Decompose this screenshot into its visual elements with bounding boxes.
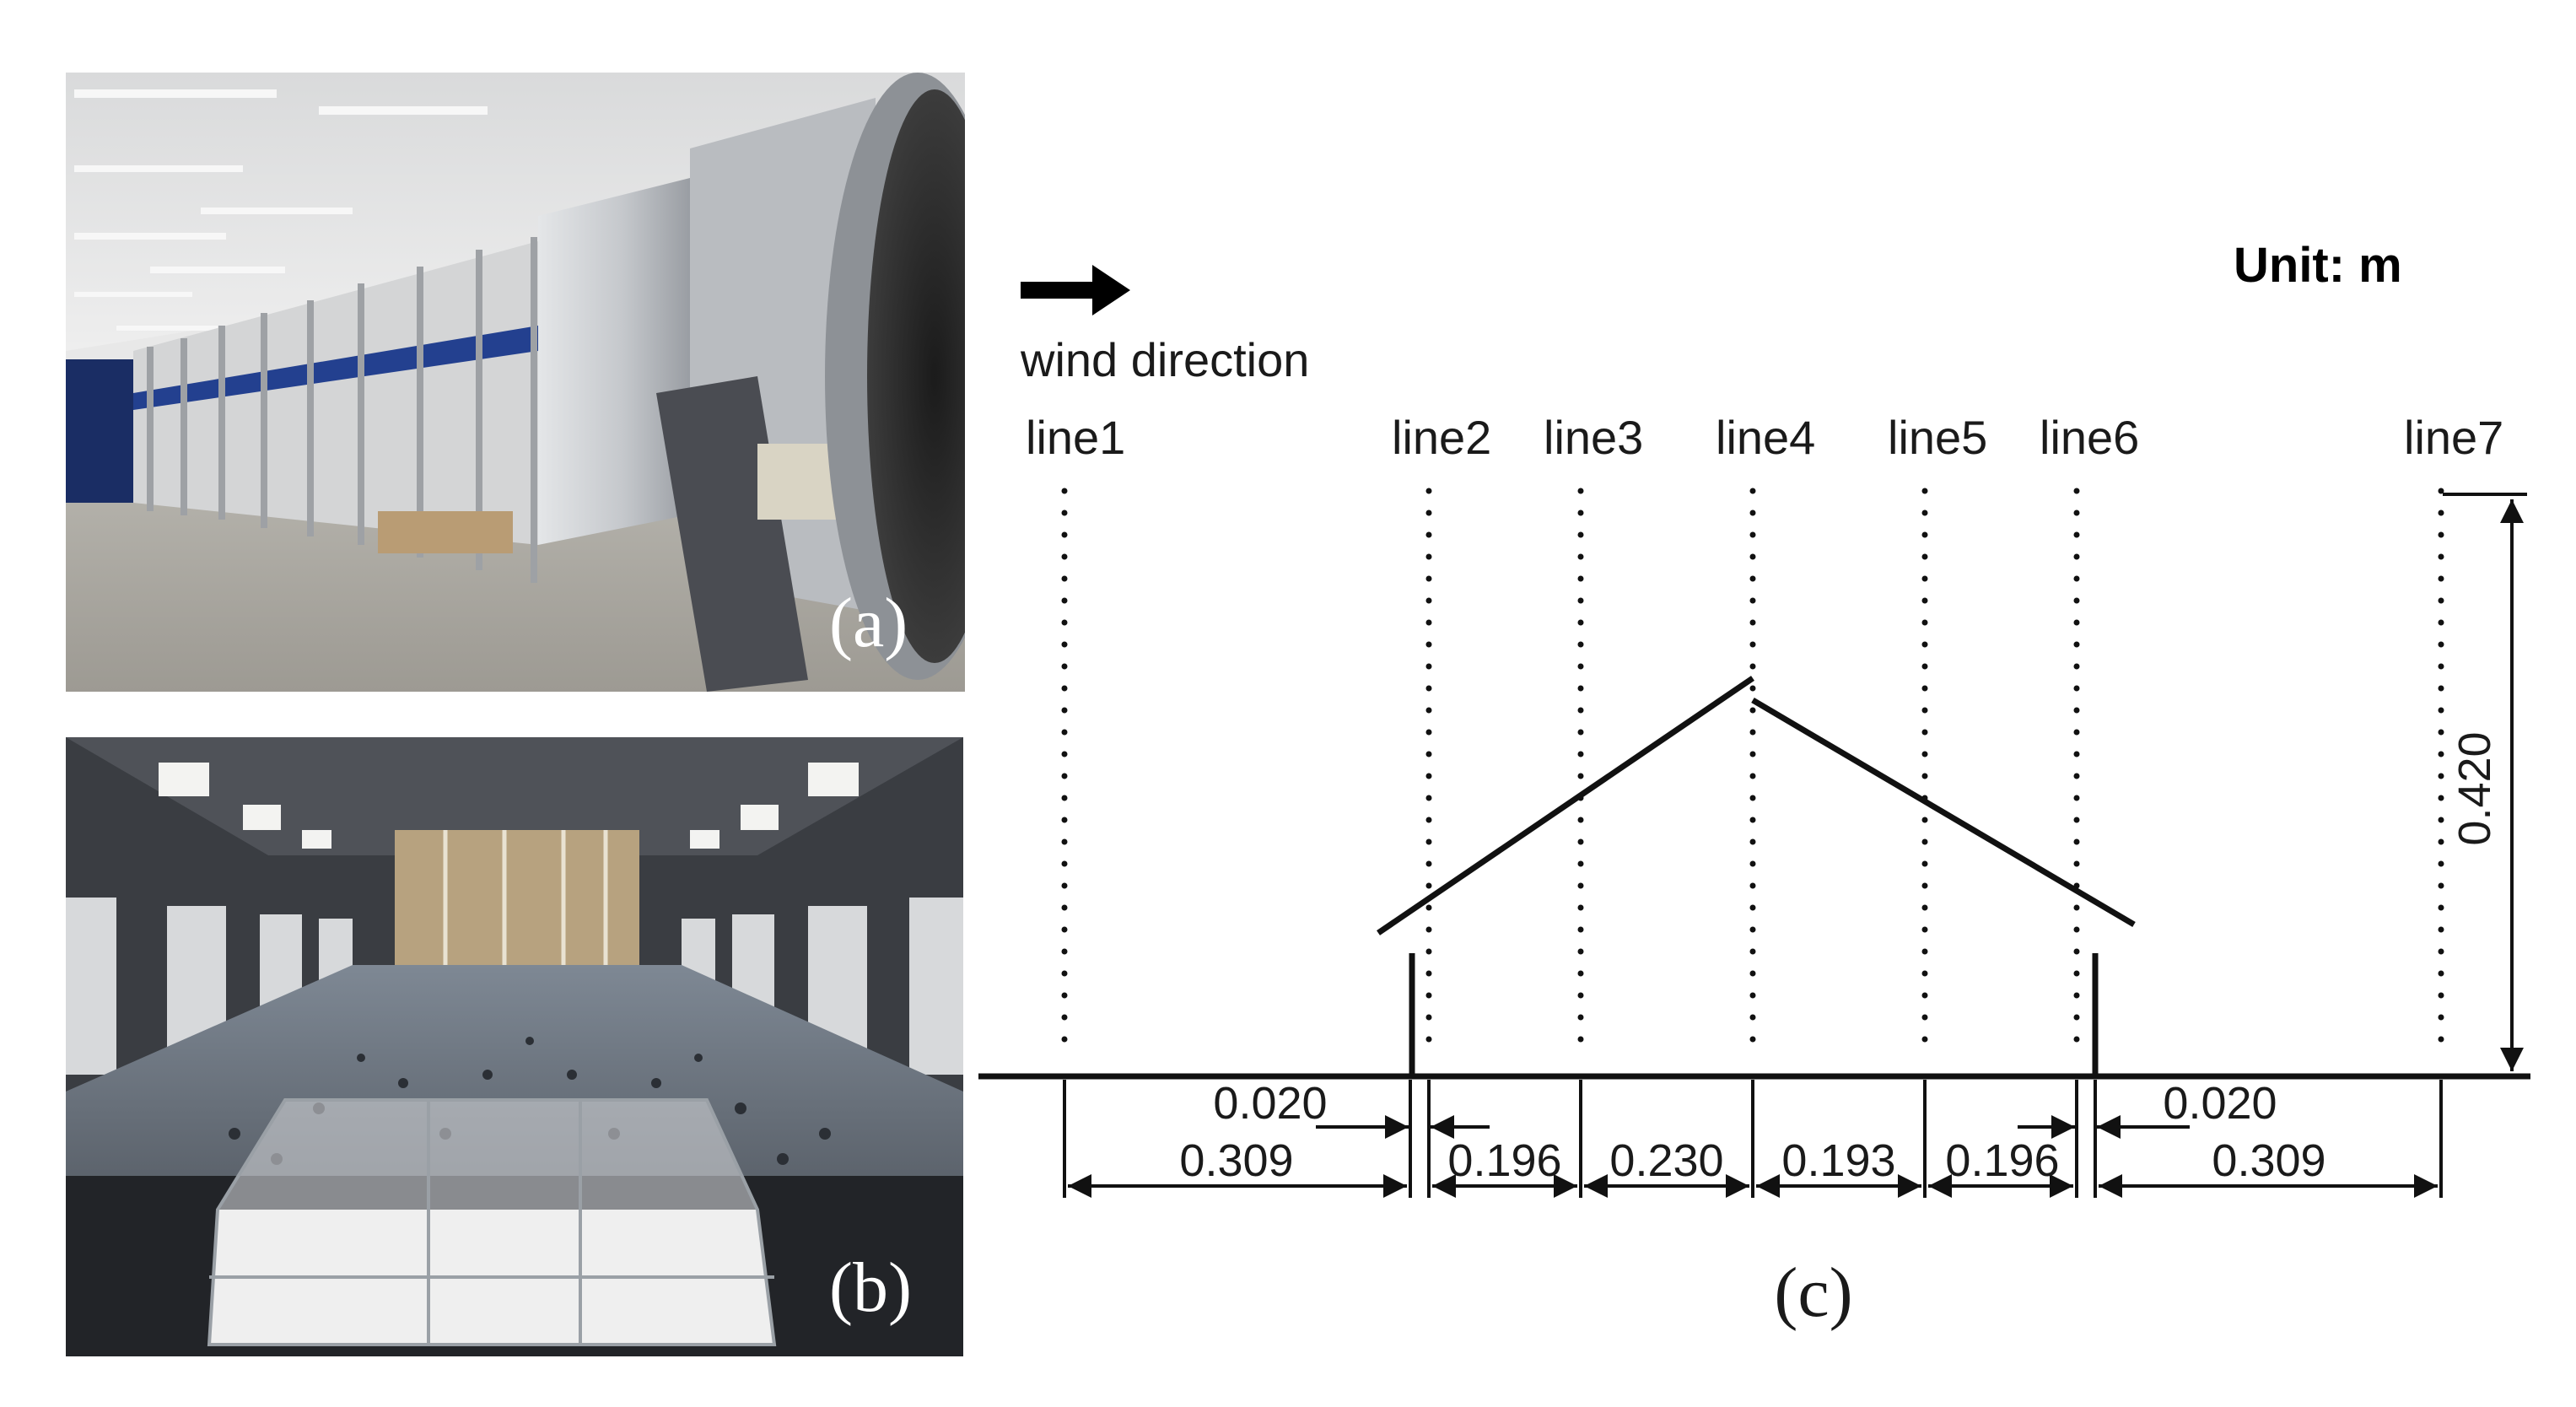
line-label-5: line5 <box>1888 411 1987 464</box>
wall-offset-right-label: 0.020 <box>2163 1078 2277 1129</box>
span-label-1: 0.309 <box>1179 1135 1293 1186</box>
wind-direction-label: wind direction <box>1020 333 1309 386</box>
span-label-5: 0.196 <box>1945 1135 2059 1186</box>
line-label-4: line4 <box>1716 411 1815 464</box>
panel-label-b: (b) <box>829 1248 912 1327</box>
roof-leeward <box>1751 697 2136 928</box>
line-label-1: line1 <box>1026 411 1125 464</box>
wind-direction-arrow <box>1021 265 1130 315</box>
span-label-4: 0.193 <box>1781 1135 1895 1186</box>
line-label-7: line7 <box>2404 411 2503 464</box>
span-label-6: 0.309 <box>2212 1135 2325 1186</box>
wall-offset-left-label: 0.020 <box>1213 1078 1327 1129</box>
height-dim-label: 0.420 <box>2449 731 2500 845</box>
line-label-2: line2 <box>1392 411 1491 464</box>
panel-label-a: (a) <box>829 584 908 662</box>
panel-label-c: (c) <box>1774 1253 1852 1332</box>
photo-wind-tunnel-exterior: (a) <box>66 73 965 692</box>
photo-test-section-model: (b) <box>66 737 963 1356</box>
line-label-3: line3 <box>1544 411 1643 464</box>
unit-label: Unit: m <box>2234 238 2402 293</box>
span-label-3: 0.230 <box>1609 1135 1723 1186</box>
roof-windward <box>1377 676 1754 935</box>
span-label-2: 0.196 <box>1447 1135 1561 1186</box>
line-label-6: line6 <box>2040 411 2139 464</box>
